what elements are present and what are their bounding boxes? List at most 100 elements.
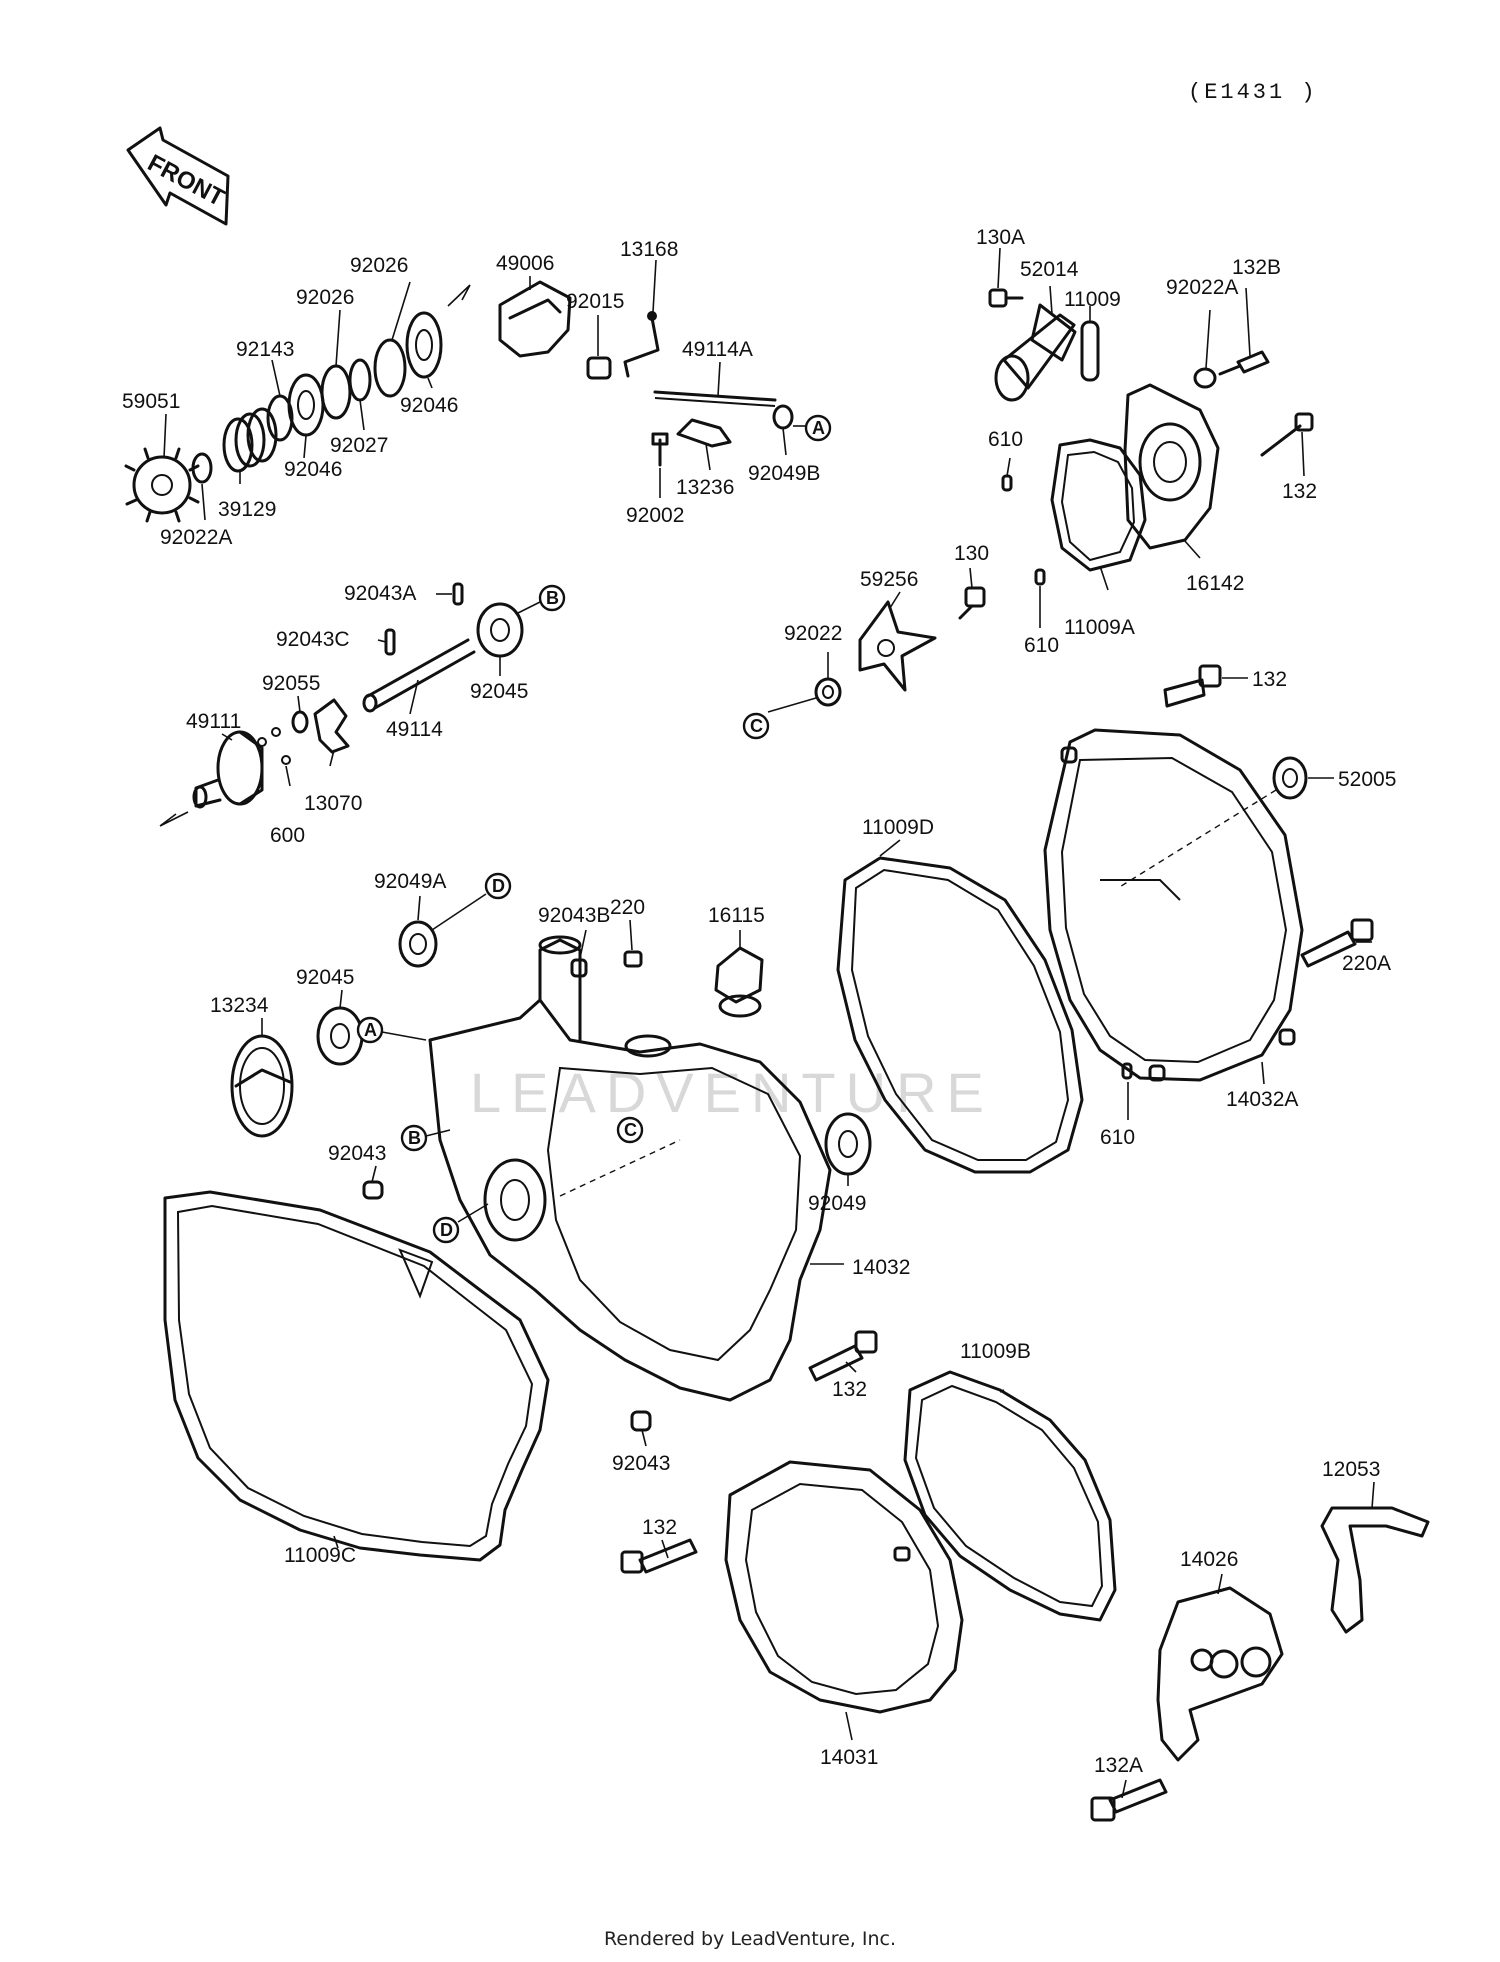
svg-text:A: A [364,1020,377,1040]
watermark: LEADVENTURE [470,1061,994,1124]
label-16142: 16142 [1186,572,1244,595]
part-14032-crankcase-cover [428,935,832,1402]
part-92043A-pin [452,582,464,606]
part-92055-ring [291,710,309,734]
label-130A: 130A [976,226,1025,249]
part-220A-bolt [1300,918,1374,968]
part-49114A-shaft [653,390,777,407]
ref-marker-c-top: C [742,697,817,740]
label-11009D: 11009D [862,816,934,839]
label-92026-a: 92026 [296,286,354,309]
label-59051: 59051 [122,390,180,413]
label-92045-a: 92045 [470,680,528,703]
part-49111-gear [192,730,264,809]
front-arrow-icon: FRONT [126,126,230,226]
label-92022A-left: 92022A [160,526,232,549]
label-52005: 52005 [1338,768,1396,791]
label-92027: 92027 [330,434,388,457]
label-39129: 39129 [218,498,276,521]
leader-lines [163,247,1375,1799]
part-11009C-gasket [163,1190,550,1562]
part-132-bolt-b [1163,664,1222,708]
part-92043-pin-a [362,1180,384,1200]
part-92026-washer-a [320,364,352,420]
part-130A-bolt [988,288,1024,308]
label-14031: 14031 [820,1746,878,1769]
part-13070-impeller [313,698,350,754]
ref-marker-c-bottom: C [616,1116,644,1144]
part-49114-shaft [362,638,476,713]
part-132-bolt-a [1260,412,1314,457]
part-14026-guard [1156,1586,1284,1762]
part-132A-bolt [1090,1778,1168,1822]
label-92002: 92002 [626,504,684,527]
part-13236-plate [676,418,732,448]
part-92045-bearing-b [316,1006,364,1066]
label-92043C: 92043C [276,628,350,651]
label-132-c: 132 [832,1378,867,1401]
part-600-balls [257,727,291,765]
label-13236: 13236 [676,476,734,499]
diagram-code: (E1431 ) [1188,80,1318,105]
part-92022A-washer [191,452,213,484]
part-92022-washer [814,677,842,707]
part-12053-bracket [1320,1506,1430,1634]
label-92043B: 92043B [538,904,610,927]
part-59051-sprocket [124,447,200,523]
label-13234: 13234 [210,994,269,1017]
label-92015: 92015 [566,290,624,313]
label-130: 130 [954,542,989,565]
svg-text:B: B [546,588,559,608]
label-92046-b: 92046 [400,394,458,417]
ref-marker-a-top: A [793,414,832,442]
part-610-pin-b [1034,568,1046,586]
label-92049A: 92049A [374,870,446,893]
part-92049B-seal [772,404,794,430]
label-92022: 92022 [784,622,842,645]
label-92055: 92055 [262,672,320,695]
part-92045-bearing-a [476,602,524,658]
part-16115-cap [714,946,764,1018]
part-610-pin-a [1001,474,1013,492]
label-49114: 49114 [386,718,443,741]
part-49006-housing [498,280,572,358]
label-49006: 49006 [496,252,554,275]
part-92046-bearing-a [287,373,325,437]
part-132-bolt-c [808,1330,878,1382]
part-14032A-cover [1043,728,1304,1082]
ref-marker-b-top: B [515,584,566,615]
part-92015-nut [586,356,612,380]
render-credit: Rendered by LeadVenture, Inc. [603,1928,897,1950]
part-92049A-seal [398,920,438,968]
label-220A: 220A [1342,952,1391,975]
label-59256: 59256 [860,568,918,591]
label-11009: 11009 [1064,288,1121,311]
part-39129-bearing [222,407,278,473]
label-14026: 14026 [1180,1548,1238,1571]
label-52014: 52014 [1020,258,1079,281]
svg-text:C: C [624,1120,637,1140]
label-92049B: 92049B [748,462,820,485]
part-92026-washer-b [373,338,407,398]
part-92043C-pin [384,628,396,656]
ref-marker-a-bottom: A [356,1016,427,1044]
label-49114A: 49114A [682,338,753,361]
part-92043-pin-b [630,1410,652,1432]
label-92043-a: 92043 [328,1142,386,1165]
label-16115: 16115 [708,904,765,927]
label-11009B: 11009B [960,1340,1031,1363]
label-610-b: 610 [1024,634,1059,657]
part-92002-screw [651,432,669,467]
label-49111: 49111 [186,710,241,733]
part-14031-cover [724,1460,964,1714]
label-220: 220 [610,896,645,919]
label-132-a: 132 [1282,480,1317,503]
label-14032: 14032 [852,1256,910,1279]
part-16142-pump-cover [1123,383,1220,550]
part-11009D-gasket [836,856,1084,1174]
svg-text:C: C [750,716,763,736]
part-220-bolt [623,950,643,968]
label-92046-a: 92046 [284,458,342,481]
label-610-a: 610 [988,428,1023,451]
